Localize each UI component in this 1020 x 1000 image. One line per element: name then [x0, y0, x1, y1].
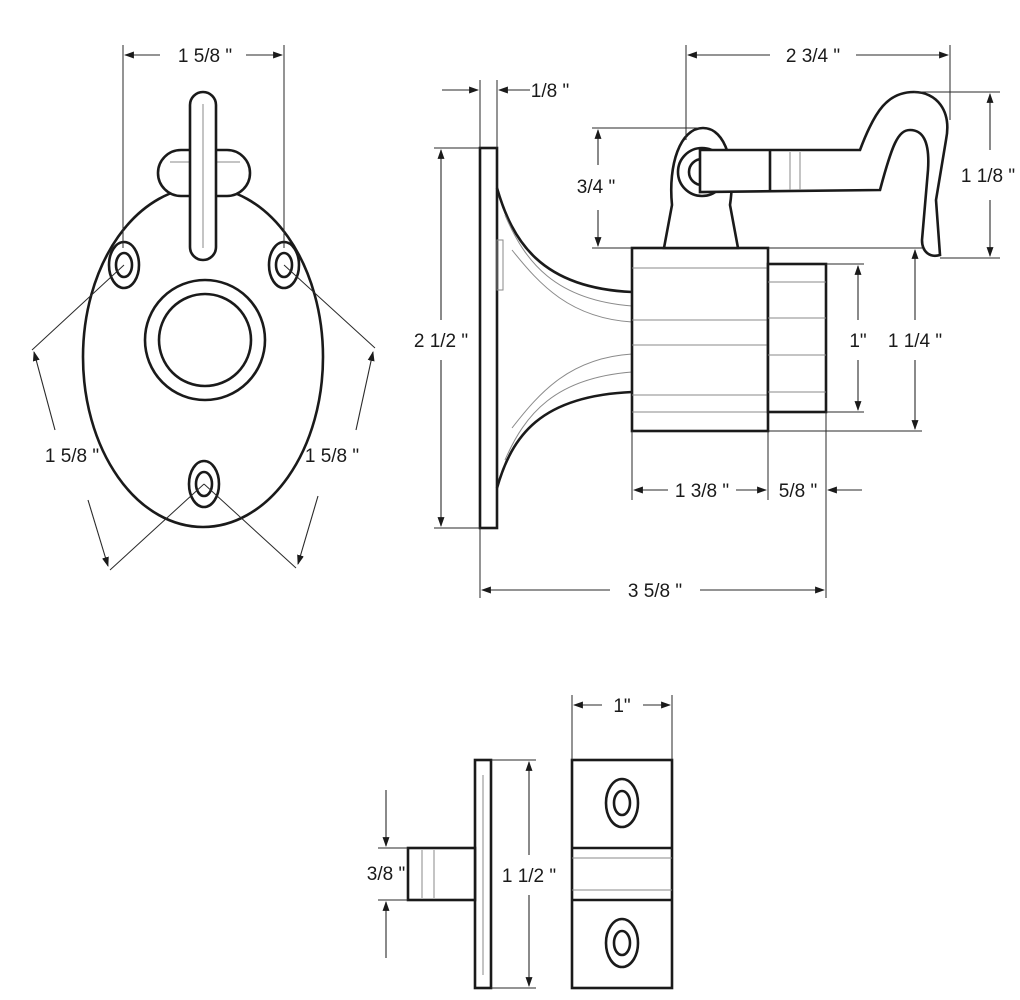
keeper-side-view: 3/8 " 1 1/2 ": [367, 758, 556, 990]
pull-ring-outer: [143, 278, 267, 402]
dim-keeper-height: 1 1/2 ": [502, 866, 556, 887]
dim-body-length: 1 3/8 ": [675, 481, 729, 502]
keeper-screw-hole-top: [604, 777, 640, 829]
bolt-barrel: [766, 262, 828, 414]
dim-barrel-length: 5/8 ": [779, 481, 817, 502]
keeper-front-view: 1": [570, 695, 674, 990]
dim-eye-height: 3/4 ": [577, 177, 615, 198]
dim-body-diameter: 1 1/4 ": [888, 331, 942, 352]
flared-neck: [495, 187, 633, 294]
screw-hole-bottom: [187, 459, 221, 509]
mount-plate: [478, 146, 499, 530]
front-view: 1 5/8 " 1 5/8 " 1 5/8 ": [31, 45, 376, 571]
keeper-block: [570, 758, 674, 990]
dim-keeper-width: 1": [613, 696, 630, 717]
dim-hook-length: 2 3/4 ": [786, 46, 840, 67]
keeper-screw-hole-bottom: [604, 917, 640, 969]
pull-ring-inner: [157, 292, 253, 388]
dim-right-diagonal: 1 5/8 ": [305, 446, 359, 467]
dim-top-width: 1 5/8 ": [178, 46, 232, 67]
dim-keeper-pin: 3/8 ": [367, 864, 405, 885]
hook-rod: [698, 90, 949, 258]
bolt-body: [630, 246, 770, 433]
dim-plate-thickness: 1/8 ": [531, 81, 569, 102]
dim-overall-length: 3 5/8 ": [628, 581, 682, 602]
dim-plate-height: 2 1/2 ": [414, 331, 468, 352]
keeper-pin: [406, 846, 477, 902]
dim-barrel-diameter: 1": [849, 331, 866, 352]
screw-hole-left: [107, 240, 141, 290]
side-view: 1/8 " 2 3/4 " 1 1/8 " 3/4 " 2 1/2 " 1": [414, 45, 1015, 602]
dim-hook-height: 1 1/8 ": [961, 166, 1015, 187]
dim-left-diagonal: 1 5/8 ": [45, 446, 99, 467]
